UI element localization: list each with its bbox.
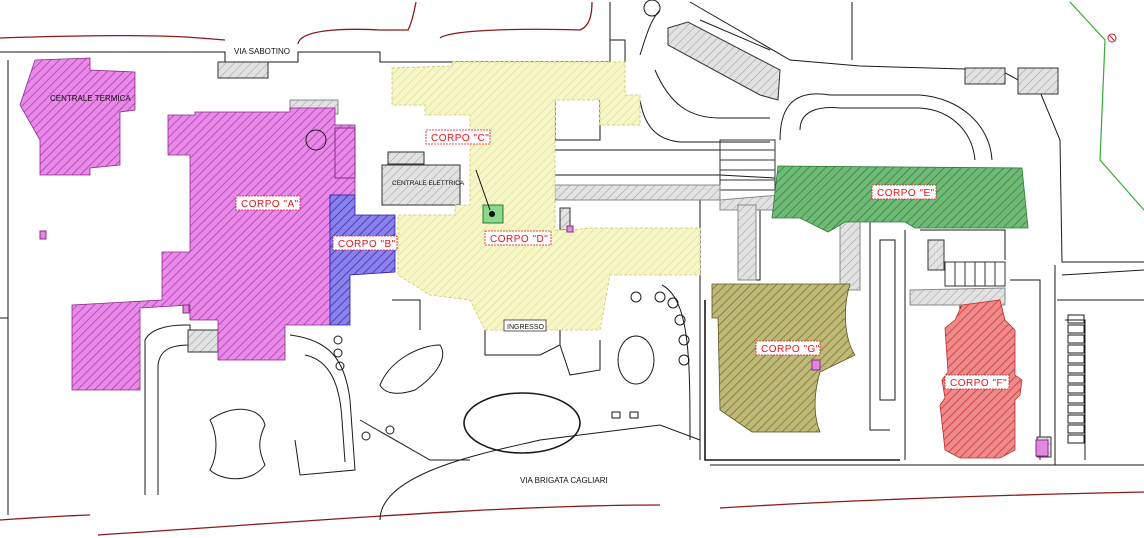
site-boundary-line	[1069, 1, 1144, 211]
small-marker-square	[1035, 439, 1049, 457]
entrance-label-box	[503, 319, 547, 332]
ancillary-structures	[187, 21, 1059, 458]
building-g-label: CORPO "G"	[755, 340, 821, 356]
street-label-south: VIA BRIGATA CAGLIARI	[520, 476, 608, 485]
svg-text:CORPO "B": CORPO "B"	[338, 239, 396, 250]
parking-rows	[1067, 314, 1085, 444]
building-b-label: CORPO "B"	[332, 235, 398, 251]
street-label-north: VIA SABOTINO	[234, 47, 290, 56]
svg-text:CORPO "E": CORPO "E"	[877, 188, 935, 199]
building-c-d-area	[391, 61, 701, 331]
svg-text:CORPO "D": CORPO "D"	[490, 234, 548, 245]
stairs	[719, 139, 1006, 287]
electrical-plant-label: CENTRALE ELETTRICA	[392, 180, 465, 187]
building-b-area	[329, 194, 396, 326]
building-e-label: CORPO "E"	[871, 184, 937, 200]
building-a-area	[71, 107, 356, 391]
svg-text:CORPO "C": CORPO "C"	[431, 133, 489, 144]
svg-text:CORPO "G": CORPO "G"	[761, 344, 820, 355]
small-marker-square	[39, 230, 47, 240]
small-marker-square	[182, 304, 190, 314]
building-g-area	[711, 283, 856, 433]
heating-plant-area	[19, 57, 136, 176]
building-d-label: CORPO "D"	[484, 230, 552, 246]
building-f-label: CORPO "F"	[944, 374, 1010, 390]
svg-text:CORPO "A": CORPO "A"	[241, 199, 299, 210]
marker-icon	[1107, 33, 1117, 43]
heating-plant-label: CENTRALE TERMICA	[50, 94, 131, 103]
landscape-features	[209, 0, 690, 480]
building-c-label: CORPO "C"	[425, 129, 491, 145]
small-marker-square	[566, 225, 574, 233]
pin-icon	[489, 211, 495, 217]
site-outlines	[0, 1, 1144, 521]
building-a-label: CORPO "A"	[235, 195, 301, 211]
small-marker-square	[811, 359, 821, 371]
entrance-label: INGRESSO	[507, 324, 545, 331]
svg-text:CORPO "F": CORPO "F"	[950, 378, 1007, 389]
building-a-annex	[334, 127, 356, 179]
